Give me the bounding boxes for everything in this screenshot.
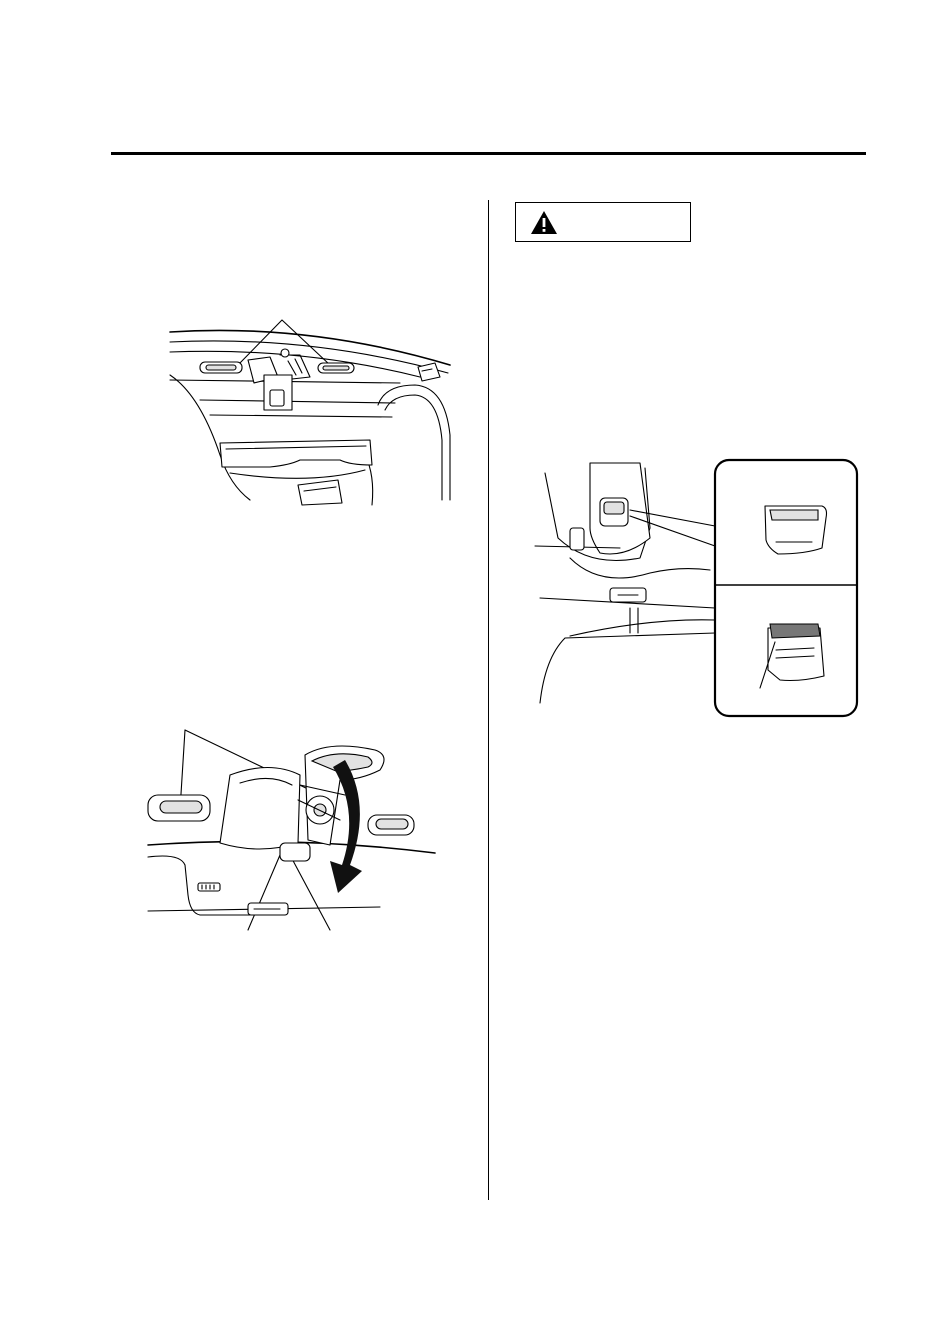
column-divider xyxy=(488,200,489,1200)
figure-rear-deck-latches xyxy=(160,315,455,515)
header-rule xyxy=(111,152,866,155)
figure-latch-release-rotation xyxy=(140,725,440,945)
figure-seat-lock-lever xyxy=(530,458,860,720)
warning-triangle-icon xyxy=(531,211,557,234)
warning-label-box xyxy=(515,202,691,242)
